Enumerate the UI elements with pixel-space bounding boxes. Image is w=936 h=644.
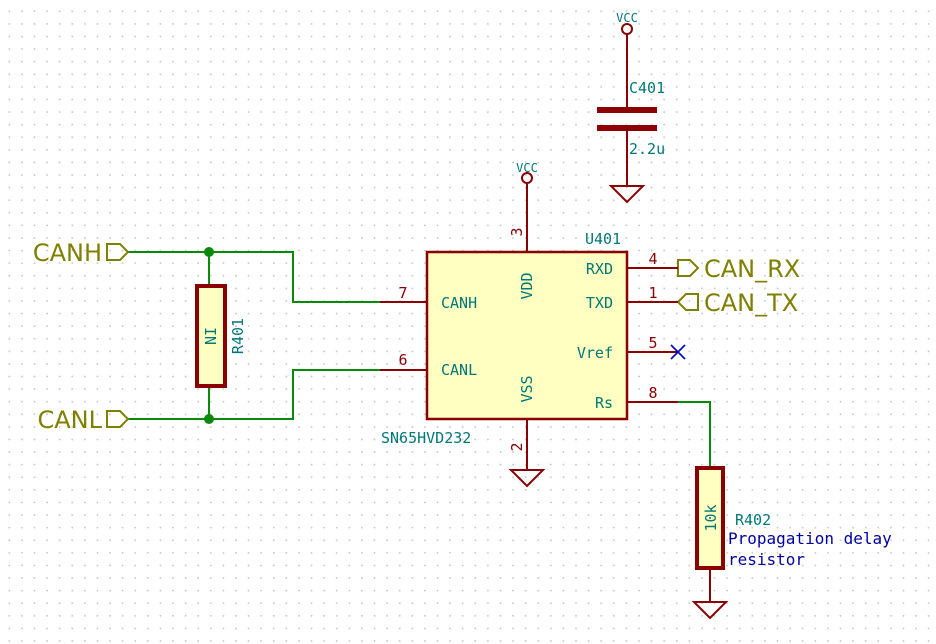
annotation-note: Propagation delay resistor [728,529,892,569]
u401-body [425,250,629,421]
r401-reference: R401 [229,318,247,354]
wires [128,247,711,466]
pin-txd-number: 1 [648,284,657,302]
capacitor-c401[interactable]: VCC C401 2.2u [597,11,665,204]
u401-value: SN65HVD232 [381,429,471,447]
label-flag-icon [106,243,130,261]
r401-body [195,284,227,388]
pin-vss-name: VSS [518,375,536,402]
pin-canl-number: 6 [398,351,407,369]
pin-vdd-number: 3 [508,227,526,236]
global-label-can-rx[interactable]: CAN_RX [677,255,800,283]
label-flag-icon [676,293,699,311]
pin-rxd-name: RXD [586,260,613,278]
junction-canh [204,247,214,257]
pin-vref-number: 5 [648,334,657,352]
pin-canl-name: CANL [441,361,477,379]
global-label-canh-text: CANH [33,239,102,267]
c401-reference: C401 [629,79,665,97]
no-connect-icon [670,344,686,360]
pin-rxd-number: 4 [648,250,657,268]
global-label-canl[interactable]: CANL [38,406,130,434]
wire-canl [128,369,380,420]
wire-rs-r402 [678,401,711,466]
vcc-power-icon [621,23,633,35]
r402-reference: R402 [735,511,771,529]
label-flag-icon [106,410,130,428]
ground-icon [508,469,546,488]
ground-icon [691,601,729,620]
pin-txd-name: TXD [586,294,613,312]
wire-canh [128,251,380,303]
global-label-can-tx-text: CAN_TX [704,289,798,317]
global-label-canh[interactable]: CANH [33,239,130,267]
r401-value: NI [202,327,220,345]
note-line-2: resistor [728,550,805,569]
r402-value: 10k [702,504,720,531]
global-label-can-tx[interactable]: CAN_TX [676,289,798,317]
resistor-r401[interactable]: NI R401 [195,284,247,388]
resistor-r402[interactable]: 10k R402 [691,466,771,620]
pin-vss-number: 2 [508,442,526,451]
pin-rs-number: 8 [648,384,657,402]
global-label-canl-text: CANL [38,406,103,434]
global-label-can-rx-text: CAN_RX [704,255,800,283]
label-flag-icon [677,259,700,277]
ic-u401[interactable]: VCC 3 2 7 6 4 1 5 8 CANH CANL RXD TXD Vr… [380,161,686,488]
pin-rs-name: Rs [595,394,613,412]
vcc-top-label: VCC [616,11,638,25]
note-line-1: Propagation delay [728,529,892,548]
pin-vref-name: Vref [577,344,613,362]
u401-reference: U401 [585,230,621,248]
pin-vdd-name: VDD [518,272,536,299]
c401-value: 2.2u [629,140,665,158]
junction-canl [204,414,214,424]
pin-canh-name: CANH [441,294,477,312]
ground-icon [608,185,646,204]
pin-canh-number: 7 [398,284,407,302]
vcc-ic-label: VCC [516,161,538,175]
